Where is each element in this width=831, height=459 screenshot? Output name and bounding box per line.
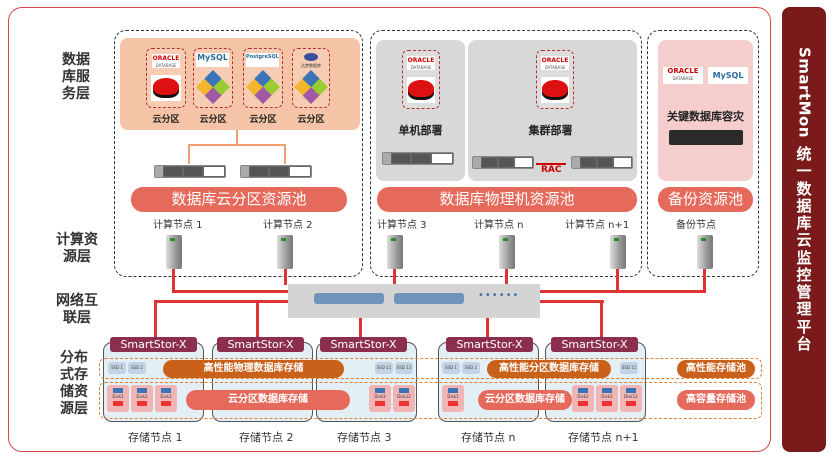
storage-array-icon — [669, 130, 743, 145]
compute-node-1-label: 计算节点 1 — [153, 220, 203, 231]
layer-label-db-service: 数据库服务层 — [62, 52, 90, 102]
server-icon — [382, 152, 454, 165]
disk-icon: Disk3 — [155, 385, 177, 412]
storage-node-n-label: 存储节点 n — [461, 431, 516, 444]
layer-label-compute: 计算资源层 — [56, 232, 98, 265]
centos-icon — [246, 70, 280, 104]
smartstor-label: SmartStor-X — [551, 337, 638, 352]
storage-node-2-label: 存储节点 2 — [239, 431, 294, 444]
ssd-icon: SSD 1 — [442, 362, 460, 374]
cloud-storage-bar-left: 云分区数据库存储 — [186, 390, 350, 410]
redhat-icon — [408, 80, 434, 97]
cloud-partition-2[interactable]: MySQL — [193, 48, 233, 108]
centos-icon — [196, 70, 230, 104]
smartstor-label: SmartStor-X — [110, 337, 197, 352]
layer-label-network: 网络互联层 — [56, 293, 98, 326]
ssd-icon: SSD 11 — [375, 362, 393, 374]
ssd-icon: SSD 11 — [620, 362, 638, 374]
disk-icon: Disk1 — [442, 385, 464, 412]
switch-ports — [314, 293, 384, 304]
compute-node-n1-icon — [610, 235, 626, 269]
server-icon — [571, 156, 633, 169]
disk-icon: Disk3 — [369, 385, 391, 412]
redhat-icon — [153, 78, 179, 95]
ssd-icon: SSD 2 — [128, 362, 146, 374]
server-icon — [154, 165, 226, 178]
main-frame — [8, 7, 771, 452]
layer-label-storage: 分布式存储资源层 — [60, 350, 88, 417]
disk-icon: Disk1 — [107, 385, 129, 412]
cloud-partition-3-label: 云分区 — [249, 115, 277, 125]
dameng-logo-icon — [304, 53, 318, 61]
smartstor-label: SmartStor-X — [446, 337, 533, 352]
backup-node-label: 备份节点 — [676, 220, 716, 231]
platform-name-en: SmartMon — [795, 47, 814, 139]
redhat-icon — [542, 80, 568, 97]
network-switch: •••••• — [288, 284, 540, 318]
physical-perf-storage-bar: 高性能物理数据库存储 — [163, 360, 344, 378]
cloud-partition-group — [114, 30, 363, 277]
backup-label: 关键数据库容灾 — [667, 110, 744, 123]
mysql-logo: MySQL — [196, 53, 229, 67]
high-performance-tier — [99, 358, 762, 379]
disk-icon: Disk2 — [572, 385, 594, 412]
backup-node-icon — [697, 235, 713, 269]
disk-icon: Disk2 — [131, 385, 153, 412]
switch-ports — [394, 293, 464, 304]
compute-node-2-icon — [277, 235, 293, 269]
storage-node-1-label: 存储节点 1 — [128, 431, 183, 444]
cloud-partition-1-label: 云分区 — [152, 115, 180, 125]
cloud-partition-3[interactable]: PostgreSQL — [243, 48, 283, 108]
compute-node-n-icon — [499, 235, 515, 269]
ssd-icon: SSD 2 — [462, 362, 480, 374]
compute-node-3-icon — [387, 235, 403, 269]
cloud-partition-2-label: 云分区 — [199, 115, 227, 125]
server-icon — [240, 165, 312, 178]
compute-node-2-label: 计算节点 2 — [263, 220, 313, 231]
dameng-logo-text: 达梦数据库 — [301, 63, 321, 68]
disk-icon: Disk3 — [596, 385, 618, 412]
rac-label: RAC — [541, 165, 562, 175]
smartstor-label: SmartStor-X — [320, 337, 407, 352]
physical-pool: 数据库物理机资源池 — [377, 187, 637, 212]
high-capacity-tier — [99, 382, 762, 419]
cloud-partition-4[interactable]: 达梦数据库 — [292, 48, 330, 108]
mysql-logo: MySQL — [708, 67, 748, 84]
high-perf-pool: 高性能存储池 — [677, 360, 755, 378]
storage-node-n1-label: 存储节点 n+1 — [568, 431, 639, 444]
backup-pool: 备份资源池 — [658, 187, 753, 212]
cluster-deploy-label: 集群部署 — [528, 124, 573, 137]
centos-icon — [294, 70, 328, 104]
partition-perf-storage-bar: 高性能分区数据库存储 — [487, 360, 611, 378]
cloud-partition-4-label: 云分区 — [297, 115, 325, 125]
disk-icon: Disk12 — [620, 385, 642, 412]
storage-node-3-label: 存储节点 3 — [337, 431, 392, 444]
server-icon — [472, 156, 534, 169]
smartstor-label: SmartStor-X — [217, 337, 304, 352]
single-deploy-label: 单机部署 — [398, 124, 443, 137]
cloud-partition-pool: 数据库云分区资源池 — [131, 187, 347, 212]
postgresql-logo: PostgreSQL — [246, 53, 279, 67]
platform-banner: SmartMon 统一数据库云监控管理平台 — [782, 7, 826, 452]
rac-link — [536, 163, 566, 165]
disk-icon: Disk12 — [393, 385, 415, 412]
ssd-icon: SSD 1 — [108, 362, 126, 374]
high-capacity-pool: 高容量存储池 — [677, 390, 755, 410]
compute-node-3-label: 计算节点 3 — [377, 220, 427, 231]
more-ports-ellipsis: •••••• — [478, 290, 520, 301]
cloud-storage-bar-right: 云分区数据库存储 — [478, 390, 572, 410]
backup-panel — [658, 40, 753, 181]
platform-name-cn: 统一数据库云监控管理平台 — [796, 145, 812, 353]
compute-node-n1-label: 计算节点 n+1 — [565, 220, 630, 231]
compute-node-n-label: 计算节点 n — [474, 220, 524, 231]
ssd-icon: SSD 12 — [395, 362, 413, 374]
compute-node-1-icon — [166, 235, 182, 269]
